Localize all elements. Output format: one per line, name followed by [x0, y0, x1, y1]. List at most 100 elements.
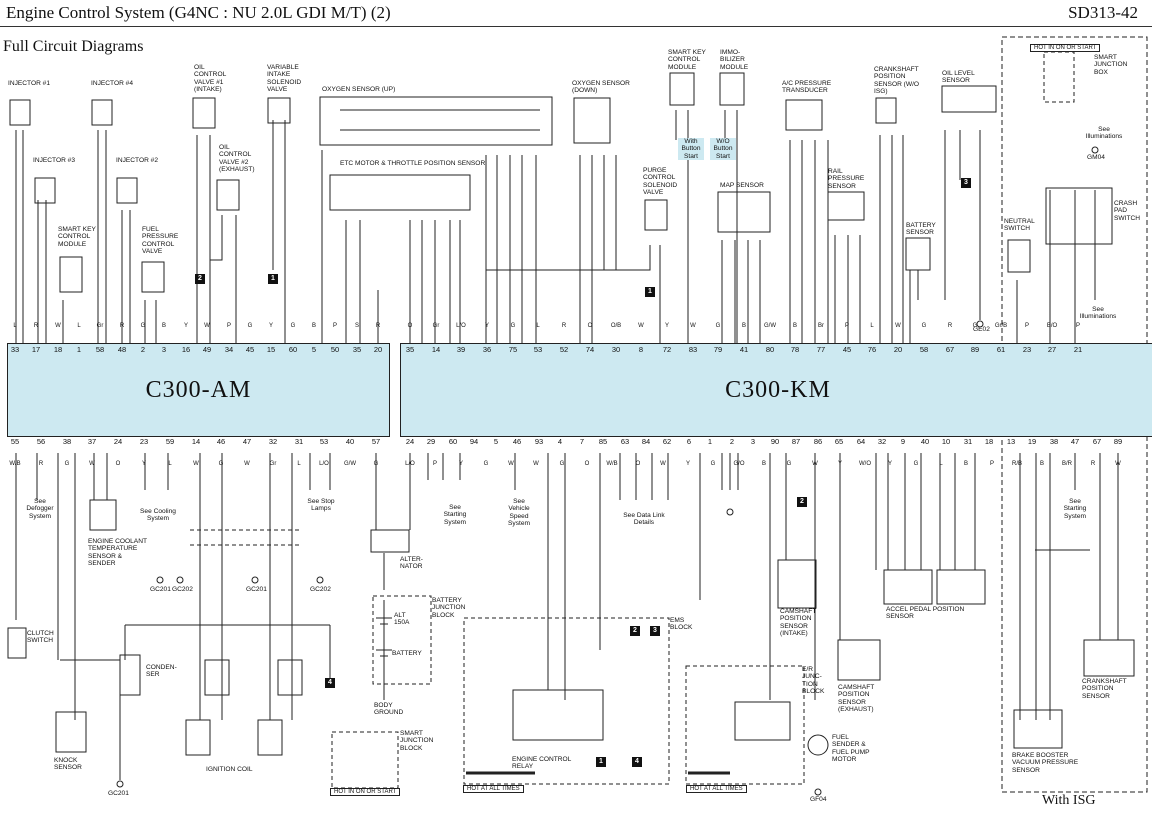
- oxygen-sensor-down-label: OXYGEN SENSOR (DOWN): [572, 80, 630, 95]
- am-bot-wire-color: Y: [141, 461, 146, 467]
- km-top-wire-color: G/W: [764, 323, 776, 329]
- am-top-wire-color: B: [311, 323, 316, 329]
- ref-badge: 4: [325, 678, 335, 688]
- km-top-wire-color: B/O: [1046, 323, 1058, 329]
- am-top-wire-color: W: [55, 323, 61, 329]
- body-ground-label: BODY GROUND: [374, 702, 404, 717]
- ref-badge: 1: [645, 287, 655, 297]
- am-bot-pin-32: 32: [268, 437, 278, 446]
- am-top-wires: [15, 120, 379, 343]
- km-top-wire-color: G: [510, 323, 516, 329]
- ground-symbols: [116, 146, 1099, 796]
- o2-up-frame: [319, 96, 553, 146]
- am-bot-wire-color: O: [115, 461, 121, 467]
- am-bottom-wires: [15, 453, 377, 780]
- km-bot-wire-color: L: [939, 461, 943, 467]
- component-boxes-bottom: [7, 499, 1135, 756]
- km-top-pin-78: 78: [790, 345, 800, 354]
- crankshaft-sensor-label: CRANKSHAFT POSITION SENSOR: [1082, 678, 1127, 700]
- engine-control-relay-label: ENGINE CONTROL RELAY: [512, 756, 572, 771]
- am-top-wire-color: W: [204, 323, 210, 329]
- am-top-wire-color: G: [140, 323, 146, 329]
- smart-junction-block-label: SMART JUNCTION BLOCK: [400, 730, 434, 752]
- page-title: Engine Control System (G4NC : NU 2.0L GD…: [6, 3, 391, 22]
- km-bottom-wires: [409, 453, 1119, 720]
- see-defogger-label: See Defogger System: [26, 498, 54, 520]
- ground-label: GF04: [810, 796, 827, 803]
- km-bot-pin-67: 67: [1092, 437, 1102, 446]
- injector-1-label: INJECTOR #1: [8, 80, 51, 87]
- ems-block-label: EMS BLOCK: [670, 617, 693, 632]
- km-top-wire-color: Gr: [432, 323, 440, 329]
- km-top-pin-35: 35: [405, 345, 415, 354]
- km-bot-pin-19: 19: [1027, 437, 1037, 446]
- am-top-wire-color: P: [332, 323, 337, 329]
- km-top-pin-79: 79: [713, 345, 723, 354]
- am-top-wire-color: R: [33, 323, 39, 329]
- km-top-wire-color: R: [561, 323, 567, 329]
- brake-booster-label: BRAKE BOOSTER VACUUM PRESSURE SENSOR: [1012, 752, 1079, 774]
- am-top-pin-1: 1: [76, 345, 82, 354]
- km-bot-pin-29: 29: [426, 437, 436, 446]
- km-top-pin-74: 74: [585, 345, 595, 354]
- km-top-wire-color: O/B: [610, 323, 622, 329]
- immobilizer-label: IMMO- BILIZER MODULE: [720, 49, 749, 71]
- connector-c300-km: C300-KM: [400, 343, 1152, 437]
- am-bot-pin-46: 46: [216, 437, 226, 446]
- am-bot-pin-37: 37: [87, 437, 97, 446]
- km-bot-pin-9: 9: [900, 437, 906, 446]
- header-rule: [0, 26, 1152, 27]
- am-top-wire-color: P: [226, 323, 231, 329]
- km-top-pin-39: 39: [456, 345, 466, 354]
- am-top-pin-16: 16: [181, 345, 191, 354]
- am-top-pin-18: 18: [53, 345, 63, 354]
- km-top-pin-27: 27: [1047, 345, 1057, 354]
- am-bot-wire-color: L: [297, 461, 301, 467]
- ground-label: GC202: [172, 586, 193, 593]
- neutral-switch-label: NEUTRAL SWITCH: [1004, 218, 1035, 233]
- km-top-wire-color: W: [690, 323, 696, 329]
- smart-junction-block: [331, 731, 399, 789]
- am-top-pin-3: 3: [161, 345, 167, 354]
- etc-motor-label: ETC MOTOR & THROTTLE POSITION SENSOR: [340, 160, 486, 167]
- ref-badge: 2: [630, 626, 640, 636]
- km-bot-pin-90: 90: [770, 437, 780, 446]
- am-top-pin-34: 34: [224, 345, 234, 354]
- am-bot-wire-color: G/W: [344, 461, 356, 467]
- hot-in-on-or-start-box-2: HOT IN ON OR START: [330, 788, 401, 796]
- hot-in-on-or-start-box: HOT IN ON OR START: [1030, 44, 1101, 52]
- km-bot-pin-84: 84: [641, 437, 651, 446]
- am-bot-pin-56: 56: [36, 437, 46, 446]
- section-title: Full Circuit Diagrams: [3, 38, 144, 55]
- injector-4-label: INJECTOR #4: [91, 80, 134, 87]
- map-sensor-label: MAP SENSOR: [720, 182, 764, 189]
- connector-c300-am: C300-AM: [7, 343, 390, 437]
- ref-badge: 1: [596, 757, 606, 767]
- see-vehicle-speed-label: See Vehicle Speed System: [508, 498, 530, 528]
- am-top-pin-2: 2: [140, 345, 146, 354]
- ignition-coil-label: IGNITION COIL: [206, 766, 253, 773]
- crash-pad-switch-label: CRASH PAD SWITCH: [1114, 200, 1141, 222]
- condenser-label: CONDEN- SER: [146, 664, 177, 679]
- km-bot-pin-93: 93: [534, 437, 544, 446]
- km-top-pin-45: 45: [842, 345, 852, 354]
- km-bot-wire-color: B: [761, 461, 766, 467]
- am-top-wire-color: L: [13, 323, 17, 329]
- am-bot-wire-color: W/B: [9, 461, 21, 467]
- km-bot-pin-7: 7: [579, 437, 585, 446]
- diagram-code: SD313-42: [1068, 3, 1138, 22]
- camshaft-exhaust-label: CAMSHAFT POSITION SENSOR (EXHAUST): [838, 684, 875, 714]
- am-bot-pin-57: 57: [371, 437, 381, 446]
- km-bot-wire-color: W: [660, 461, 666, 467]
- am-top-pin-58: 58: [95, 345, 105, 354]
- km-bot-wire-color: W: [1115, 461, 1121, 467]
- am-top-pin-15: 15: [266, 345, 276, 354]
- km-top-wire-color: O: [407, 323, 413, 329]
- km-top-pin-80: 80: [765, 345, 775, 354]
- km-bot-wire-color: R/B: [1011, 461, 1022, 467]
- rail-pressure-label: RAIL PRESSURE SENSOR: [828, 168, 865, 190]
- alternator-label: ALTER- NATOR: [400, 556, 423, 571]
- battery-label: BATTERY: [392, 650, 422, 657]
- ac-pressure-label: A/C PRESSURE TRANSDUCER: [782, 80, 832, 95]
